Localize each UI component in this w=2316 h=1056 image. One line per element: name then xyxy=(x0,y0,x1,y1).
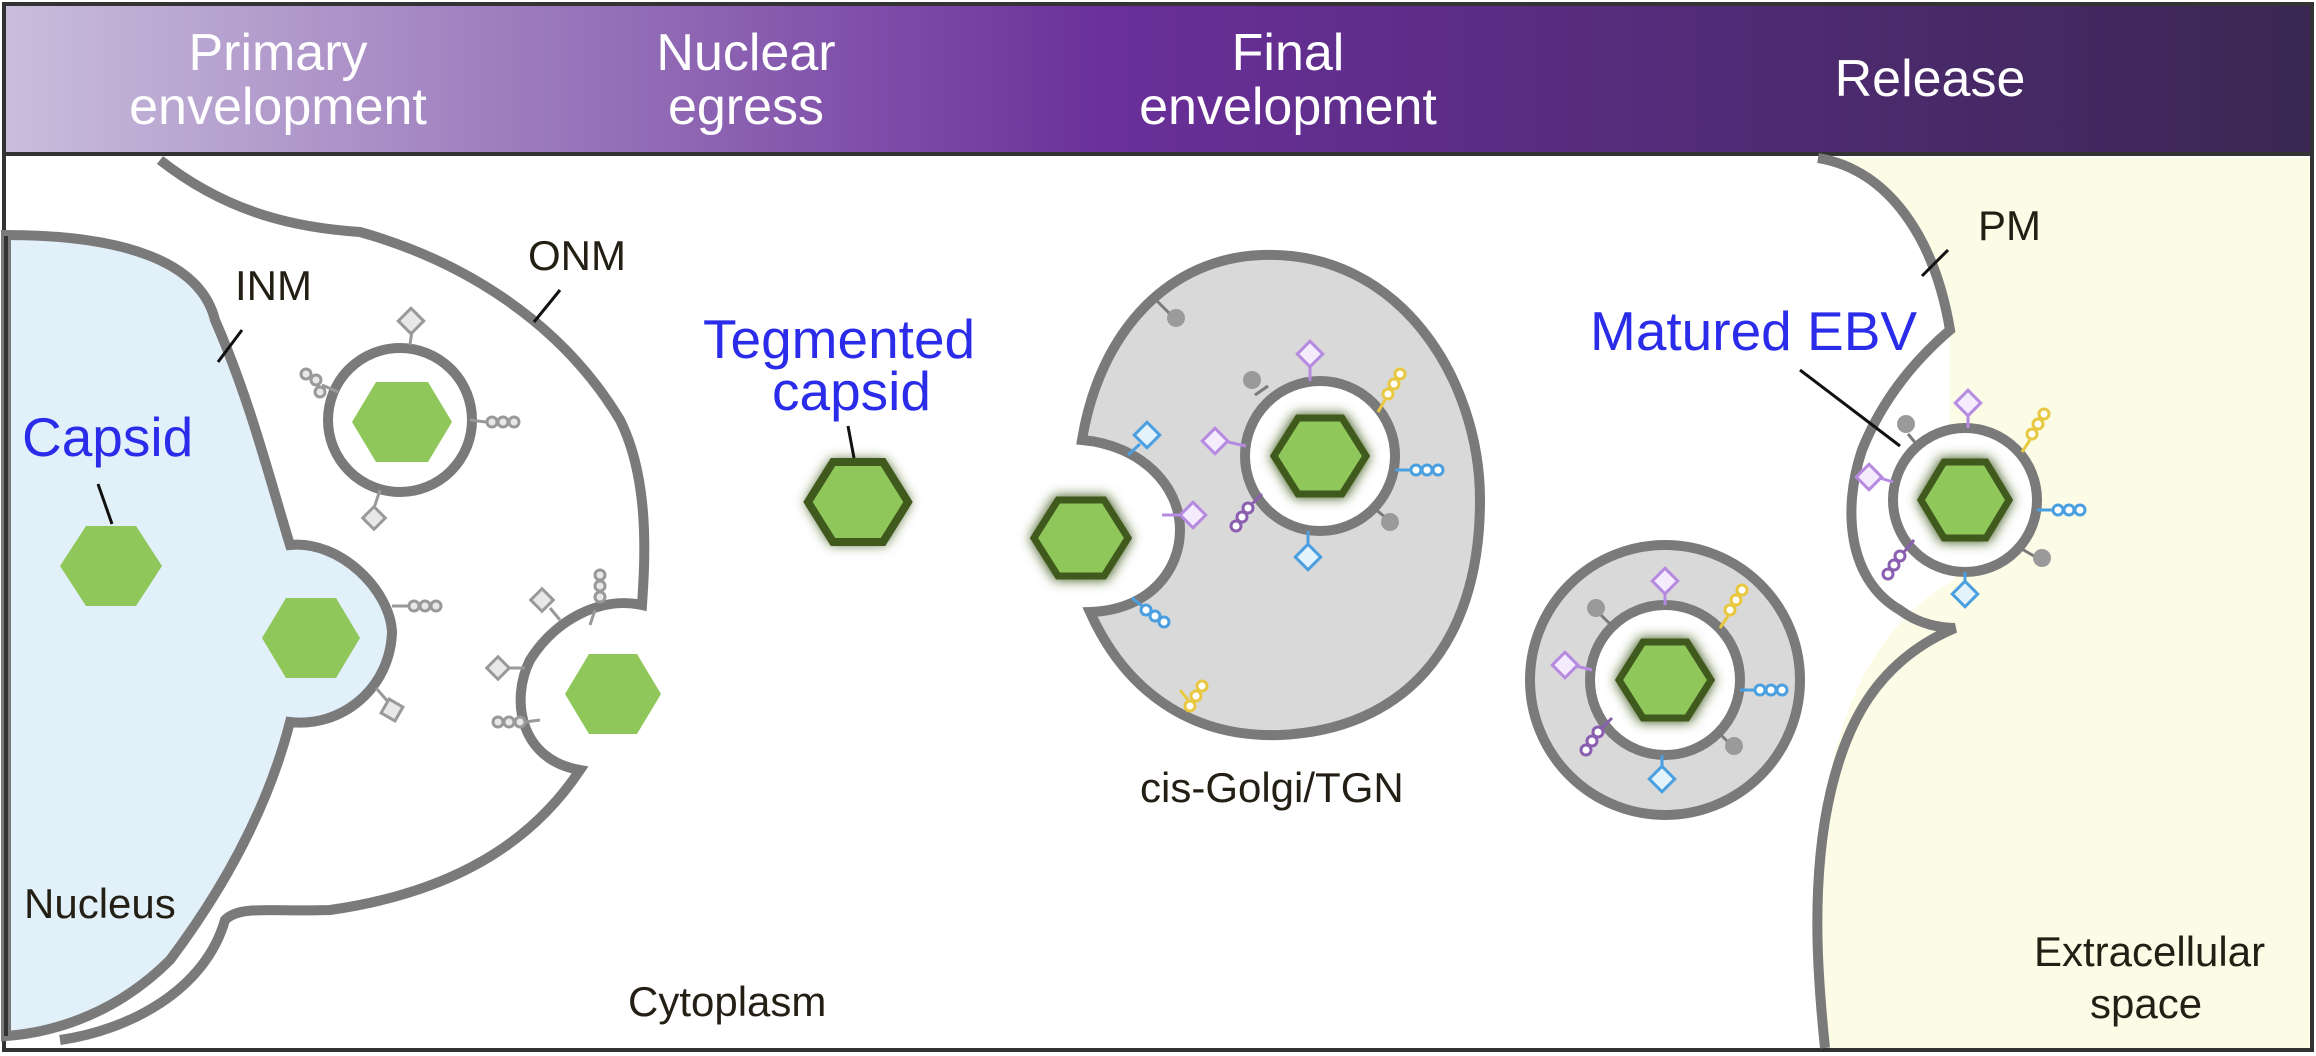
stage-primary-line2: envelopment xyxy=(129,78,427,136)
stage-nuclear-line1: Nuclear xyxy=(656,24,835,82)
onm-label: ONM xyxy=(528,232,626,279)
inm-label: INM xyxy=(235,262,312,309)
golgi-glycoproteins xyxy=(1126,298,1445,713)
golgi-budding-capsid xyxy=(1029,496,1133,580)
extracellular-label-line1: Extracellular xyxy=(2034,928,2265,975)
outer-nuclear-membrane xyxy=(59,156,650,1045)
released-virion-capsid xyxy=(1916,458,2014,542)
extracellular-region xyxy=(1817,158,2310,1048)
golgi-label: cis-Golgi/TGN xyxy=(1140,764,1404,811)
capsid-label: Capsid xyxy=(22,406,193,468)
stage-nuclear-line2: egress xyxy=(668,78,824,136)
pm-label: PM xyxy=(1978,202,2041,249)
stage-final-line2: envelopment xyxy=(1139,78,1437,136)
extracellular-label-line2: space xyxy=(2090,980,2202,1027)
budding-capsid xyxy=(262,598,360,678)
released-glycoproteins xyxy=(1854,388,2087,609)
tegmented-label-line1: Tegmented xyxy=(703,308,975,370)
tegmented-label-line2: capsid xyxy=(772,360,931,422)
nuclear-capsid xyxy=(60,526,162,606)
transport-virion-capsid xyxy=(1614,638,1716,722)
stage-final-line1: Final xyxy=(1232,24,1345,82)
golgi-virion-capsid xyxy=(1269,414,1371,498)
stage-header-band xyxy=(2,2,2314,156)
primary-virion-glycoproteins xyxy=(299,306,607,729)
nucleus-label: Nucleus xyxy=(24,880,176,927)
egressing-capsid xyxy=(565,654,661,734)
nucleus-region xyxy=(1,229,398,1042)
stage-release: Release xyxy=(1835,50,2026,108)
leader-lines xyxy=(96,248,1950,525)
cytoplasm-label: Cytoplasm xyxy=(628,978,826,1025)
plasma-membrane xyxy=(1812,153,1957,1049)
stage-primary-line1: Primary xyxy=(188,24,367,82)
perinuclear-capsid xyxy=(352,382,452,462)
transport-glycoproteins xyxy=(1550,566,1789,794)
matured-ebv-label: Matured EBV xyxy=(1590,300,1917,362)
tegmented-capsid xyxy=(803,458,913,546)
